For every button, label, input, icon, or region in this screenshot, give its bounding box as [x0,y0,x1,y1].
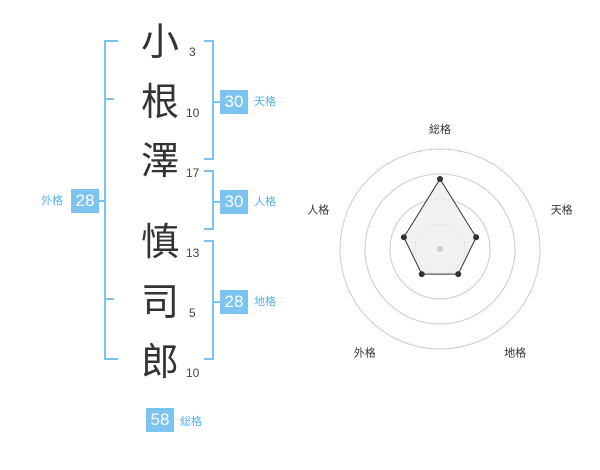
radar-axis-label: 外格 [354,346,376,360]
radar-axis-label: 総格 [429,122,451,136]
chikaku-score: 28 [220,290,248,314]
given-char-2: 司 [140,280,179,324]
radar-axis-label: 人格 [307,202,329,216]
radar-point [455,271,462,278]
radar-point [473,234,480,241]
soukaku-score: 58 [146,408,174,432]
jinkaku-label: 人格 [254,195,276,208]
radar-ring [339,148,541,350]
tenkaku-score: 30 [220,90,248,114]
surname-char-2: 根 [140,80,179,124]
radar-axis-label: 地格 [504,346,526,360]
radar-polygon [403,178,477,275]
given-char-3-strokes: 10 [186,366,200,380]
given-char-3: 郎 [140,340,179,384]
surname-char-3-strokes: 17 [186,166,200,180]
soukaku-label: 総格 [180,415,202,428]
radar-point [418,271,425,278]
chikaku-label: 地格 [254,295,276,308]
surname-char-1-strokes: 3 [189,45,196,59]
gaikaku-score: 28 [71,189,99,213]
given-char-2-strokes: 5 [189,306,196,320]
radar-point [437,176,443,182]
tenkaku-label: 天格 [254,95,276,108]
radar-point [400,234,407,241]
jinkaku-score: 30 [220,190,248,214]
surname-char-2-strokes: 10 [186,106,200,120]
given-char-1-strokes: 13 [186,246,200,260]
radar-series [400,176,480,278]
radar-axis-label: 天格 [551,202,573,216]
radar-ring [364,173,516,325]
given-char-1: 慎 [140,220,179,264]
surname-char-1: 小 [140,20,179,64]
gaikaku-label: 外格 [41,194,63,207]
radar-center-dot [437,246,443,252]
surname-char-3: 澤 [140,139,179,183]
